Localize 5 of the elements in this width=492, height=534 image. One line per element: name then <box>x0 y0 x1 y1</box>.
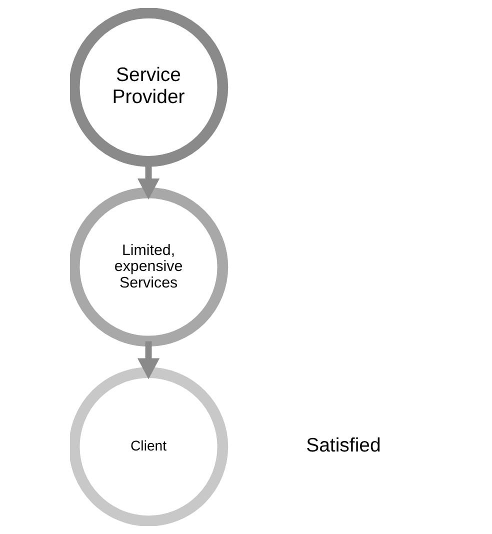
label: Satisfied <box>306 434 381 457</box>
node-circle: Limited, expensive Services <box>70 187 228 347</box>
node-circle: Client <box>70 367 228 526</box>
arrow <box>137 341 160 380</box>
node-circle: Service Provider <box>70 8 228 167</box>
